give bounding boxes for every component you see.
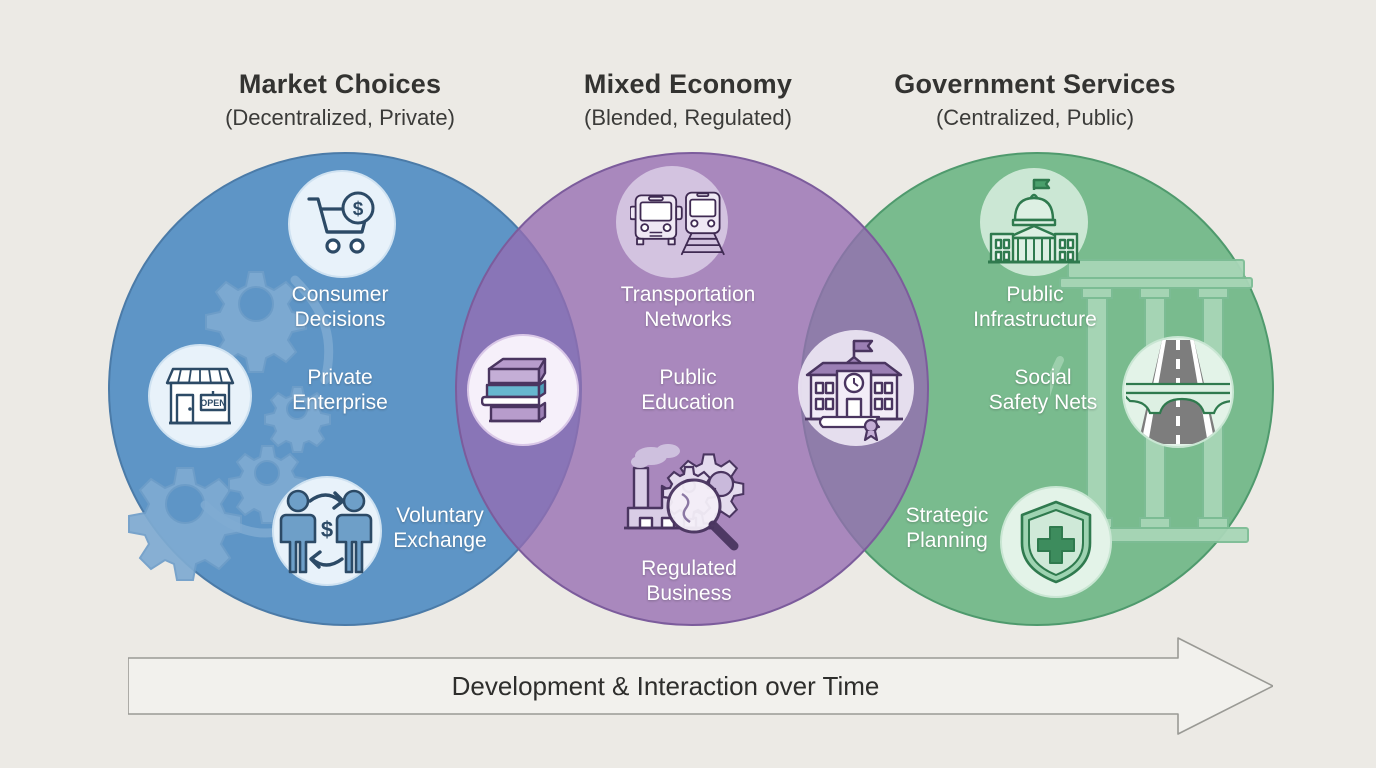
- bus-and-train-icon: [616, 166, 728, 278]
- item-label-consumer-decisions: Consumer Decisions: [291, 283, 389, 331]
- column-heading-government: Government Services (Centralized, Public…: [800, 69, 1270, 131]
- capitol-building-icon: [980, 168, 1088, 276]
- item-label-transportation-networks: Transportation Networks: [620, 283, 756, 331]
- item-label-strategic-planning: Strategic Planning: [905, 504, 989, 552]
- column-subtitle-mixed: (Blended, Regulated): [584, 104, 792, 130]
- item-label-public-education: Public Education: [641, 366, 735, 414]
- column-title-government: Government Services: [894, 69, 1176, 99]
- column-heading-mixed: Mixed Economy (Blended, Regulated): [480, 69, 896, 131]
- svg-text:OPEN: OPEN: [200, 398, 226, 408]
- svg-text:$: $: [321, 517, 333, 542]
- item-label-private-enterprise: Private Enterprise: [292, 366, 388, 414]
- column-title-mixed: Mixed Economy: [583, 69, 793, 99]
- item-label-regulated-business: Regulated Business: [641, 557, 737, 605]
- item-label-social-safety-nets: Social Safety Nets: [988, 366, 1098, 414]
- column-subtitle-government: (Centralized, Public): [935, 104, 1135, 130]
- school-diploma-icon: [798, 330, 914, 446]
- factory-magnifier-gears-icon: [618, 440, 768, 560]
- shopping-cart-dollar-icon: $: [288, 170, 396, 278]
- column-heading-market: Market Choices (Decentralized, Private): [100, 69, 580, 131]
- storefront-open-icon: OPEN: [148, 344, 252, 448]
- shield-cross-icon: [1000, 486, 1112, 598]
- item-label-voluntary-exchange: Voluntary Exchange: [393, 504, 487, 552]
- two-people-exchange-dollar-icon: $: [272, 476, 382, 586]
- timeline-label: Development & Interaction over Time: [451, 670, 880, 701]
- column-subtitle-market: (Decentralized, Private): [225, 104, 455, 130]
- svg-text:$: $: [353, 199, 364, 220]
- item-label-public-infrastructure: Public Infrastructure: [973, 283, 1097, 331]
- timeline-arrow: [128, 637, 1273, 735]
- column-title-market: Market Choices: [238, 69, 442, 99]
- highway-overpass-icon: [1122, 336, 1234, 448]
- stacked-books-icon: [467, 334, 579, 446]
